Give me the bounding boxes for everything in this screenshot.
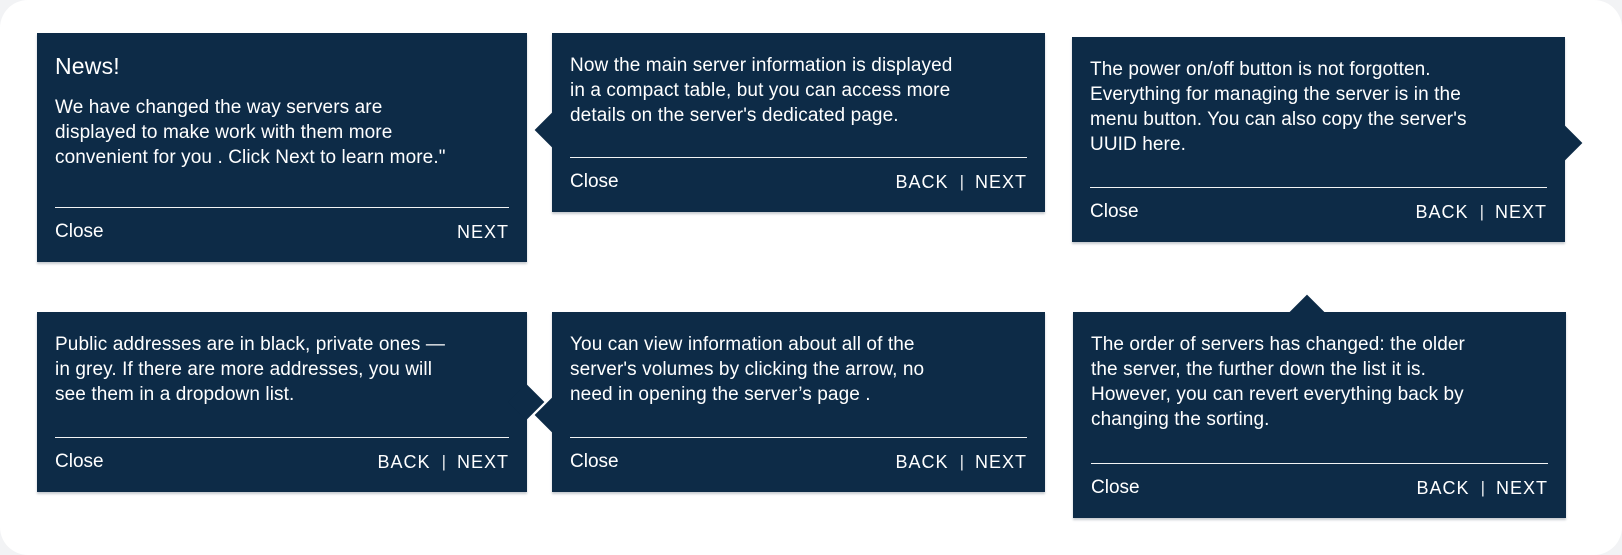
nav-separator: | (1480, 478, 1485, 497)
card-server-table: Now the main server information is displ… (534, 33, 1045, 212)
tooltip-pointer-up-icon (1288, 294, 1326, 332)
close-button[interactable]: Close (55, 221, 104, 242)
close-button[interactable]: Close (570, 451, 619, 472)
back-button[interactable]: BACK (377, 451, 431, 472)
back-button[interactable]: BACK (895, 171, 949, 192)
close-button[interactable]: Close (570, 171, 619, 192)
card-addresses: Public addresses are in black, private o… (37, 312, 545, 492)
back-button[interactable]: BACK (1415, 201, 1469, 222)
divider (55, 437, 509, 438)
nav-separator: | (959, 452, 964, 471)
card-body-text: Now the main server information is displ… (570, 55, 953, 126)
divider (1091, 463, 1548, 464)
nav-separator: | (959, 172, 964, 191)
nav-group: NEXT (457, 222, 509, 243)
divider (1090, 187, 1547, 188)
next-button[interactable]: NEXT (1495, 477, 1548, 498)
back-button[interactable]: BACK (895, 451, 949, 472)
card-power-menu: The power on/off button is not forgotten… (1072, 37, 1583, 242)
card-body-text: The power on/off button is not forgotten… (1090, 59, 1467, 155)
close-button[interactable]: Close (55, 451, 104, 472)
nav-separator: | (441, 452, 446, 471)
nav-group: BACK | NEXT (1416, 202, 1547, 223)
card-sort-order: The order of servers has changed: the ol… (1073, 294, 1566, 518)
divider (55, 207, 509, 208)
nav-group: BACK | NEXT (378, 452, 509, 473)
card-body-text: Public addresses are in black, private o… (55, 334, 445, 405)
card-footer: Close BACK | NEXT (1091, 477, 1548, 499)
nav-group: BACK | NEXT (1417, 478, 1548, 499)
card-volumes: You can view information about all of th… (534, 312, 1045, 492)
nav-separator: | (1479, 202, 1484, 221)
close-button[interactable]: Close (1091, 477, 1140, 498)
divider (570, 157, 1027, 158)
next-button[interactable]: NEXT (456, 451, 509, 472)
next-button[interactable]: NEXT (456, 221, 509, 242)
card-news: News! We have changed the way servers ar… (37, 33, 527, 262)
card-body-text: The order of servers has changed: the ol… (1091, 334, 1465, 430)
card-body-text: We have changed the way servers are disp… (55, 97, 446, 168)
nav-group: BACK | NEXT (896, 172, 1027, 193)
card-footer: Close BACK | NEXT (570, 171, 1027, 193)
card-footer: Close BACK | NEXT (570, 451, 1027, 473)
next-button[interactable]: NEXT (974, 171, 1027, 192)
card-body-text: You can view information about all of th… (570, 334, 925, 405)
card-footer: Close BACK | NEXT (1090, 201, 1547, 223)
back-button[interactable]: BACK (1416, 477, 1470, 498)
nav-group: BACK | NEXT (896, 452, 1027, 473)
divider (570, 437, 1027, 438)
close-button[interactable]: Close (1090, 201, 1139, 222)
tooltip-pointer-left-icon (534, 111, 572, 149)
next-button[interactable]: NEXT (974, 451, 1027, 472)
card-title: News! (55, 53, 120, 79)
tooltip-pointer-right-icon (1545, 124, 1583, 162)
card-footer: Close NEXT (55, 221, 509, 243)
card-footer: Close BACK | NEXT (55, 451, 509, 473)
next-button[interactable]: NEXT (1494, 201, 1547, 222)
